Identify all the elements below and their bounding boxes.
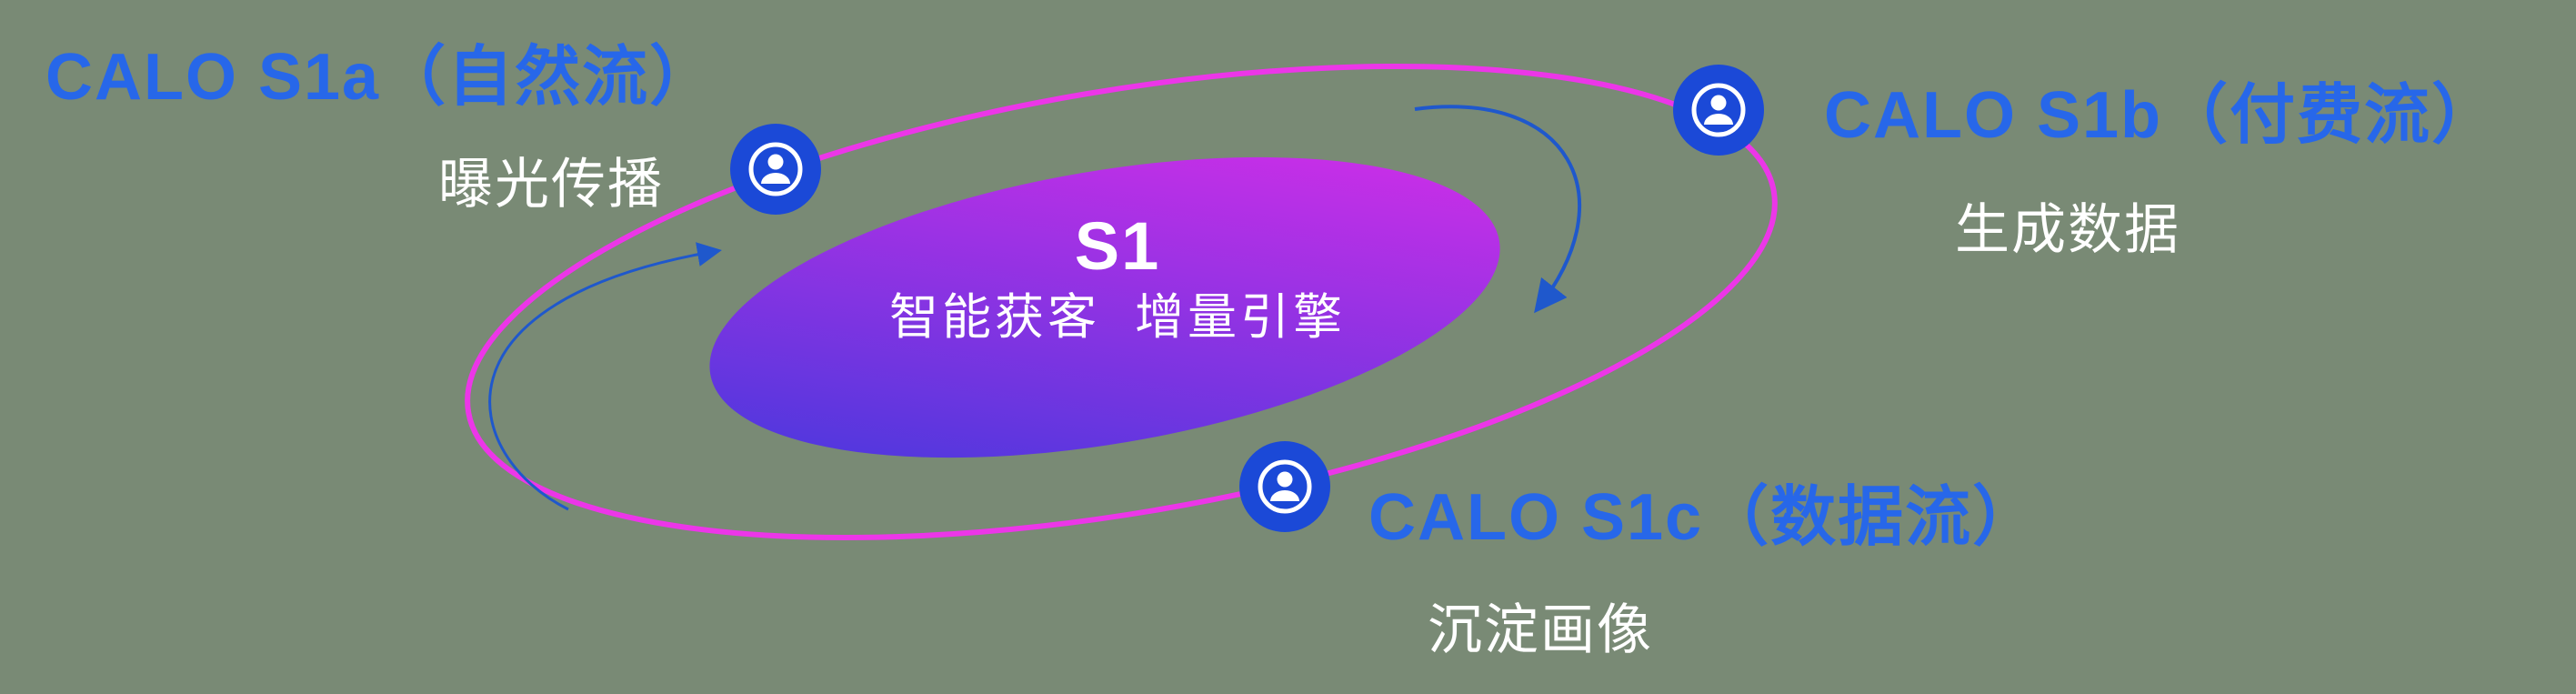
icon-person-body [761,173,790,184]
flow-arrow-left [488,242,722,511]
node-sublabel-s1b: 生成数据 [1955,199,2180,260]
core-ellipse [709,156,1500,458]
core-title: S1 [1074,208,1161,284]
icon-ring [748,142,803,196]
icon-person-head [767,154,784,170]
node-label-s1b: CALO S1b（付费流） [1824,79,2500,152]
icon-person-body [1704,114,1733,125]
icon-ring [1691,83,1746,137]
icon-ring [1258,459,1312,514]
icon-person-head [1710,95,1727,111]
user-icon [730,124,821,215]
node-sublabel-s1c: 沉淀画像 [1428,599,1653,660]
icon-person-body [1270,490,1299,501]
core-subtitle: 智能获客 增量引擎 [888,290,1347,345]
node-label-s1c: CALO S1c（数据流） [1368,481,2040,554]
orbit-ellipse [465,64,1778,540]
icon-person-head [1277,471,1293,488]
node-label-s1a: CALO S1a（自然流） [45,41,717,114]
user-icon [1673,65,1764,156]
flow-arrow-right [1414,105,1582,314]
user-icon [1239,441,1330,532]
node-sublabel-s1a: 曝光传播 [438,154,664,215]
